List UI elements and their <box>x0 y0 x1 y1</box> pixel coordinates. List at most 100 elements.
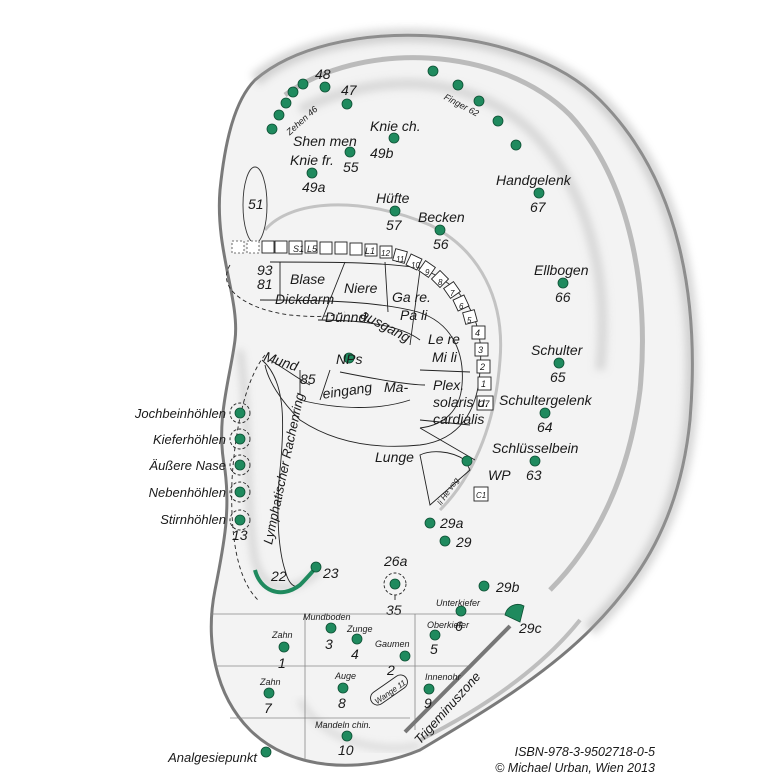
label-jochbeinhoehlen: Jochbeinhöhlen <box>134 406 226 421</box>
spine-12: 12 <box>381 249 390 258</box>
label-26a: 26a <box>383 553 408 569</box>
lobe-oberkiefer: Oberkiefer <box>427 620 470 630</box>
spine-11: 11 <box>396 255 404 264</box>
spine-s1: S1 <box>293 244 304 254</box>
lobe-2: 2 <box>386 662 395 678</box>
footer-copyright: © Michael Urban, Wien 2013 <box>495 761 655 775</box>
region-duenndarm: Dünnd. <box>325 309 370 325</box>
label-stirnhoehlen: Stirnhöhlen <box>160 512 226 527</box>
label-48: 48 <box>315 66 331 82</box>
lobe-mundboden: Mundboden <box>303 612 351 622</box>
lobe-zahn-a: Zahn <box>271 630 293 640</box>
region-lunge: Lunge <box>375 449 414 465</box>
label-kieferhoehlen: Kieferhöhlen <box>153 432 226 447</box>
label-49a: 49a <box>302 179 326 195</box>
dot-64 <box>539 407 551 419</box>
lobe-unterkiefer: Unterkiefer <box>436 598 481 608</box>
region-eingang: eingang <box>321 379 373 402</box>
region-plex-2: solaris u. <box>433 394 489 410</box>
region-ga-re: Ga re. <box>392 289 431 305</box>
label-51: 51 <box>248 196 264 212</box>
label-schluesselbein: Schlüsselbein <box>492 440 579 456</box>
spine-6: 6 <box>459 302 464 311</box>
dot-57 <box>389 205 401 217</box>
spine-c7: C7 <box>478 399 490 409</box>
dot-jochbein <box>234 407 246 419</box>
lobe-4: 4 <box>351 646 359 662</box>
lobe-9: 9 <box>424 695 432 711</box>
region-93: 93 <box>257 262 273 278</box>
spine-10: 10 <box>411 261 420 270</box>
label-wp: WP <box>488 467 511 483</box>
dot-5 <box>429 629 441 641</box>
dot-56 <box>434 224 446 236</box>
label-49b: 49b <box>370 145 394 161</box>
spine-3: 3 <box>478 345 483 355</box>
dot-35 <box>389 578 401 590</box>
label-nps: NPs <box>336 351 362 367</box>
spine-c1: C1 <box>476 491 486 500</box>
region-plex-1: Plex. <box>433 377 464 393</box>
dot-29c <box>504 604 525 623</box>
label-29a: 29a <box>439 515 464 531</box>
spine-4: 4 <box>475 328 480 338</box>
dot-9 <box>423 683 435 695</box>
spine-8: 8 <box>438 278 443 287</box>
finger-dots <box>427 65 522 151</box>
dot-29b <box>478 580 490 592</box>
dot-66 <box>557 277 569 289</box>
region-pa-li: Pa li <box>400 307 428 323</box>
label-57: 57 <box>386 217 403 233</box>
label-35: 35 <box>386 602 402 618</box>
dot-63 <box>529 455 541 467</box>
lobe-zahn-b: Zahn <box>259 677 281 687</box>
lobe-grid <box>210 613 505 760</box>
dot-8 <box>337 682 349 694</box>
dot-29 <box>439 535 451 547</box>
label-47: 47 <box>341 82 358 98</box>
spine-segments <box>231 240 494 502</box>
lobe-5: 5 <box>430 641 438 657</box>
dot-3 <box>325 622 337 634</box>
dot-stirn <box>234 514 246 526</box>
dot-55 <box>344 146 356 158</box>
dot-10 <box>341 730 353 742</box>
wange-capsule <box>370 674 408 706</box>
label-22: 22 <box>270 568 287 584</box>
label-13: 13 <box>232 527 248 543</box>
region-85: 85 <box>300 371 316 387</box>
label-knie-fr: Knie fr. <box>290 152 334 168</box>
lobe-auge: Auge <box>334 671 356 681</box>
label-knie-ch: Knie ch. <box>370 118 421 134</box>
point-dots <box>234 81 569 758</box>
lobe-mandeln: Mandeln chin. <box>315 720 371 730</box>
label-29b: 29b <box>495 579 520 595</box>
label-66: 66 <box>555 289 571 305</box>
dot-49b <box>388 132 400 144</box>
label-nebenhoehlen: Nebenhöhlen <box>149 485 226 500</box>
label-ellbogen: Ellbogen <box>534 262 589 278</box>
label-65: 65 <box>550 369 566 385</box>
dot-nps <box>343 352 355 364</box>
label-55: 55 <box>343 159 359 175</box>
label-64: 64 <box>537 419 553 435</box>
lobe-8: 8 <box>338 695 346 711</box>
region-le-re: Le re <box>428 331 460 347</box>
lobe-1: 1 <box>278 655 286 671</box>
dot-29a <box>424 517 436 529</box>
region-dickdarm: Dickdarm <box>275 291 334 307</box>
label-schultergelenk: Schultergelenk <box>499 392 593 408</box>
dot-4 <box>351 633 363 645</box>
spine-2: 2 <box>479 362 485 372</box>
dashed-rings <box>229 402 407 600</box>
dot-49a <box>306 167 318 179</box>
lobe-zunge: Zunge <box>346 624 373 634</box>
region-mi-li: Mi li <box>432 349 458 365</box>
dot-neben <box>234 486 246 498</box>
trigeminus-bar <box>403 624 512 734</box>
label-handgelenk: Handgelenk <box>496 172 572 188</box>
lobe-6: 6 <box>455 618 463 634</box>
footer-isbn: ISBN-978-3-9502718-0-5 <box>515 745 655 759</box>
ear-outline <box>209 28 700 767</box>
